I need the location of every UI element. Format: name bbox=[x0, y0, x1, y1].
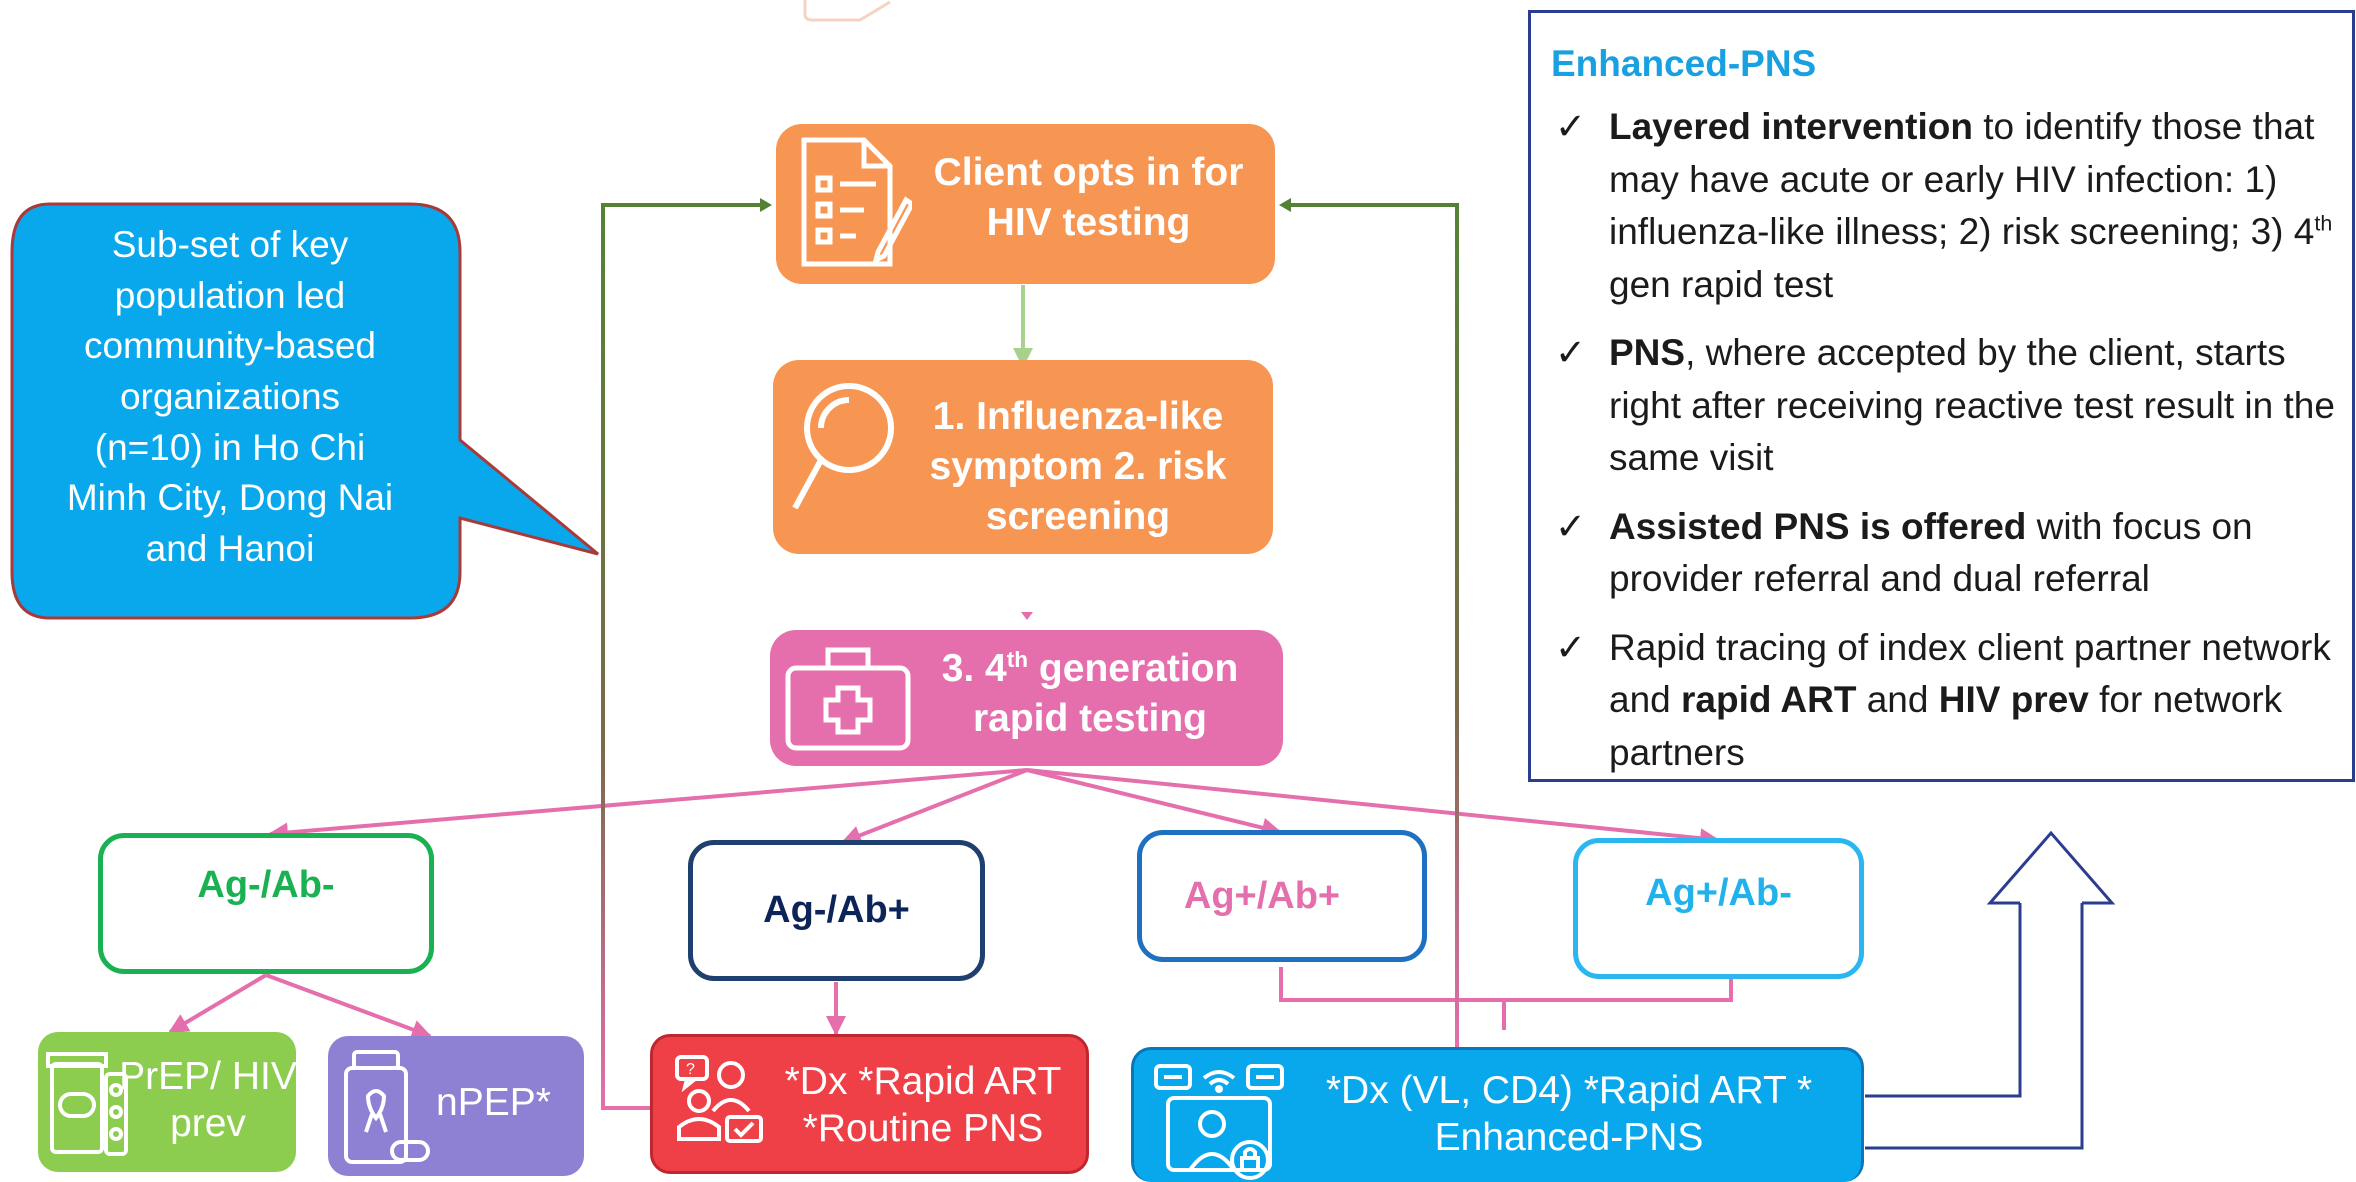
enhanced-pns-connector bbox=[1865, 903, 2084, 1150]
result-ag-pos-ab-pos: Ag+/Ab+ bbox=[1137, 830, 1427, 962]
step-screening: 1. Influenza-like symptom 2. risk screen… bbox=[773, 360, 1273, 554]
panel-title: Enhanced-PNS bbox=[1551, 43, 1817, 84]
acute-bracket bbox=[1279, 967, 1733, 1030]
panel-checklist: ✓ Layered intervention to identify those… bbox=[1545, 101, 2345, 795]
outcome-dx-enhanced-pns-label: *Dx (VL, CD4) *Rapid ART * Enhanced-PNS bbox=[1325, 1069, 1813, 1159]
result-ag-neg-ab-pos: Ag-/Ab+ bbox=[688, 840, 985, 981]
callout-text: Sub-set of key population led community-… bbox=[66, 224, 394, 570]
outcome-dx-enhanced-pns: *Dx (VL, CD4) *Rapid ART * Enhanced-PNS bbox=[1131, 1047, 1864, 1182]
step-opt-in: Client opts in for HIV testing bbox=[776, 124, 1275, 284]
medicine-bottle-icon bbox=[344, 1050, 430, 1164]
result-fanout-arrows bbox=[268, 768, 1720, 849]
result-ag-pos-ab-neg: Ag+/Ab- bbox=[1573, 838, 1864, 979]
result-ag-neg-ab-neg: Ag-/Ab- bbox=[98, 833, 434, 974]
checkmark-icon: ✓ bbox=[1555, 106, 1587, 147]
negative-outcome-arrows bbox=[168, 973, 432, 1040]
callout-bubble bbox=[10, 202, 599, 620]
enhanced-pns-panel: Enhanced-PNS ✓ Layered intervention to i… bbox=[1528, 10, 2355, 782]
outcome-dx-rapid-art: ? *Dx *Rapid ART *Routine PNS bbox=[650, 1034, 1089, 1174]
checklist-item: ✓ Layered intervention to identify those… bbox=[1545, 101, 2345, 311]
outcome-dx-rapid-art-label: *Dx *Rapid ART *Routine PNS bbox=[784, 1060, 1062, 1150]
result-label: Ag-/Ab+ bbox=[763, 889, 910, 931]
checkmark-icon: ✓ bbox=[1555, 505, 1587, 547]
faint-document-icon bbox=[803, 0, 891, 22]
checklist-item: ✓ Assisted PNS is offered with focus on … bbox=[1545, 501, 2345, 606]
pill-bottle-icon bbox=[46, 1052, 128, 1156]
svg-text:?: ? bbox=[686, 1061, 695, 1078]
outcome-npep: nPEP* bbox=[328, 1036, 584, 1176]
checkmark-icon: ✓ bbox=[1555, 332, 1587, 374]
magnifier-icon bbox=[792, 383, 894, 510]
outcome-prep: PrEP/ HIV prev bbox=[38, 1032, 297, 1172]
checklist-item: ✓ Rapid tracing of index client partner … bbox=[1545, 622, 2345, 780]
outcome-prep-label: PrEP/ HIV prev bbox=[119, 1055, 297, 1145]
checklist-document-icon bbox=[801, 137, 912, 267]
outcome-npep-label: nPEP* bbox=[436, 1081, 551, 1124]
feedback-loop-right bbox=[1285, 203, 1459, 1047]
step-screening-label: 1. Influenza-like symptom 2. risk screen… bbox=[929, 395, 1227, 538]
step-rapid-testing: 3. 4th generation rapid testing bbox=[770, 630, 1283, 766]
step-rapid-testing-label: 3. 4th generation rapid testing bbox=[941, 647, 1239, 740]
result-label: Ag+/Ab+ bbox=[1183, 874, 1341, 917]
step-connectors bbox=[1013, 285, 1033, 632]
result-label: Ag+/Ab- bbox=[1645, 872, 1792, 914]
medical-kit-icon bbox=[785, 647, 911, 751]
big-up-arrow bbox=[1986, 830, 2116, 905]
step-opt-in-label: Client opts in for HIV testing bbox=[933, 151, 1244, 244]
feedback-loop-left bbox=[601, 203, 765, 1110]
result-label: Ag-/Ab- bbox=[197, 864, 335, 906]
checklist-item: ✓ PNS, where accepted by the client, sta… bbox=[1545, 327, 2345, 485]
online-consult-icon bbox=[1154, 1064, 1284, 1180]
consultation-icon: ? bbox=[675, 1055, 763, 1143]
checkmark-icon: ✓ bbox=[1555, 626, 1587, 668]
